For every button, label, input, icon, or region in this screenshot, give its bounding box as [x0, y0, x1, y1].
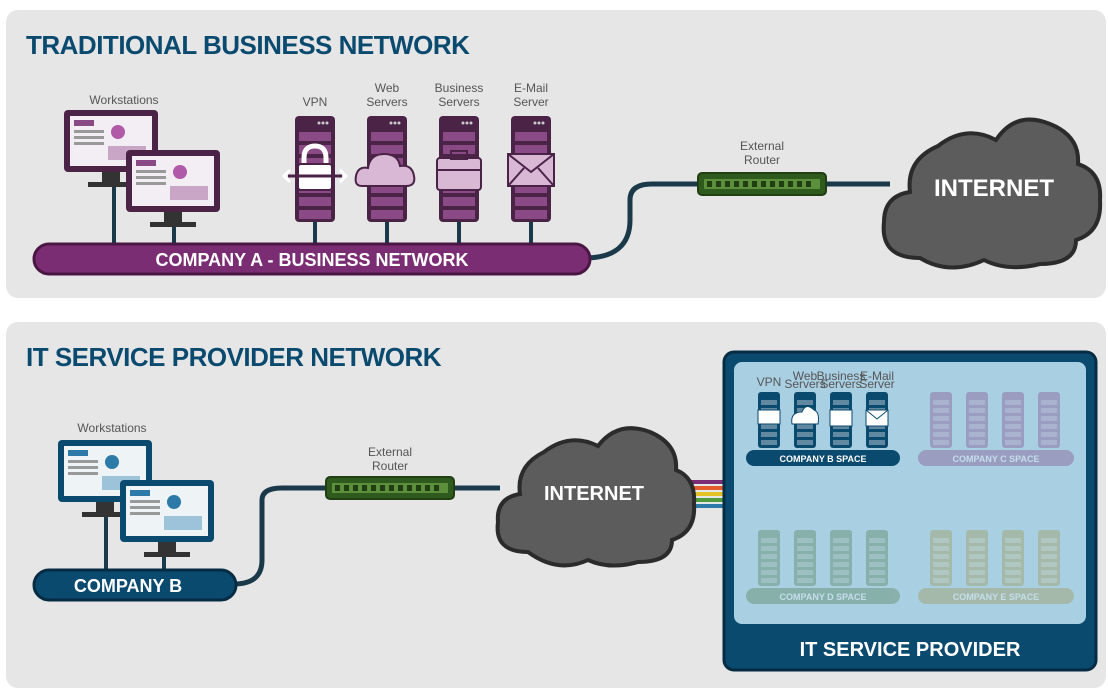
company-d-space-label: COMPANY D SPACE	[779, 592, 866, 602]
svg-text:Business: Business	[817, 369, 866, 383]
bottom-internet-cloud: INTERNET	[495, 426, 697, 568]
company-e-space: COMPANY E SPACE	[918, 530, 1074, 604]
company-c-space: COMPANY C SPACE	[918, 392, 1074, 466]
top-workstations-label: Workstations	[89, 93, 158, 107]
svg-text:Web: Web	[793, 369, 818, 383]
top-internet-label: INTERNET	[934, 175, 1054, 202]
top-web-server: Web Servers	[354, 81, 416, 222]
bottom-router-label-2: Router	[372, 459, 408, 473]
company-b-label: COMPANY B	[74, 576, 182, 596]
svg-text:VPN: VPN	[303, 95, 328, 109]
cloud-icon	[354, 152, 416, 187]
svg-text:Servers: Servers	[820, 377, 861, 391]
top-email-server: E-Mail Server	[507, 81, 555, 222]
bottom-internet-label: INTERNET	[544, 483, 644, 505]
top-router-label-2: Router	[744, 153, 780, 167]
briefcase-icon	[436, 150, 482, 191]
traditional-network-title: TRADITIONAL BUSINESS NETWORK	[26, 30, 470, 60]
svg-text:Server: Server	[859, 377, 894, 391]
it-provider-network-title: IT SERVICE PROVIDER NETWORK	[26, 342, 442, 372]
company-b-space-label: COMPANY B SPACE	[779, 454, 866, 464]
company-c-space-label: COMPANY C SPACE	[952, 454, 1039, 464]
it-service-provider-box: IT SERVICE PROVIDER	[722, 350, 1098, 672]
svg-text:E-Mail: E-Mail	[860, 369, 894, 383]
svg-text:VPN: VPN	[757, 375, 782, 389]
svg-text:Servers: Servers	[366, 95, 407, 109]
bottom-workstation-monitor-2	[120, 480, 214, 557]
top-vpn-server: VPN	[281, 95, 349, 222]
top-external-router	[697, 172, 827, 196]
company-a-network-label: COMPANY A - BUSINESS NETWORK	[155, 250, 468, 270]
svg-text:Servers: Servers	[438, 95, 479, 109]
it-service-provider-label: IT SERVICE PROVIDER	[800, 639, 1021, 661]
top-workstation-monitor-2	[126, 150, 220, 227]
cable-companyb-to-router	[233, 485, 326, 587]
top-internet-cloud: INTERNET	[881, 117, 1103, 270]
bottom-external-router	[325, 476, 455, 500]
svg-text:E-Mail: E-Mail	[514, 81, 548, 95]
svg-text:Server: Server	[513, 95, 548, 109]
company-b-bar	[32, 568, 238, 602]
company-e-space-label: COMPANY E SPACE	[953, 592, 1040, 602]
envelope-icon	[507, 153, 555, 187]
svg-text:Business: Business	[435, 81, 484, 95]
company-d-space: COMPANY D SPACE	[746, 530, 900, 604]
bottom-workstations-label: Workstations	[77, 421, 146, 435]
top-business-server: Business Servers	[435, 81, 484, 222]
cable-bar-to-router	[583, 181, 700, 261]
company-b-space: VPN Web Servers Business Servers E-Mail …	[746, 369, 900, 466]
svg-text:Servers: Servers	[784, 377, 825, 391]
svg-text:Web: Web	[375, 81, 400, 95]
lock-icon	[281, 143, 349, 191]
bottom-router-label-1: External	[368, 445, 412, 459]
company-a-network-bar	[32, 242, 592, 276]
top-router-label-1: External	[740, 139, 784, 153]
